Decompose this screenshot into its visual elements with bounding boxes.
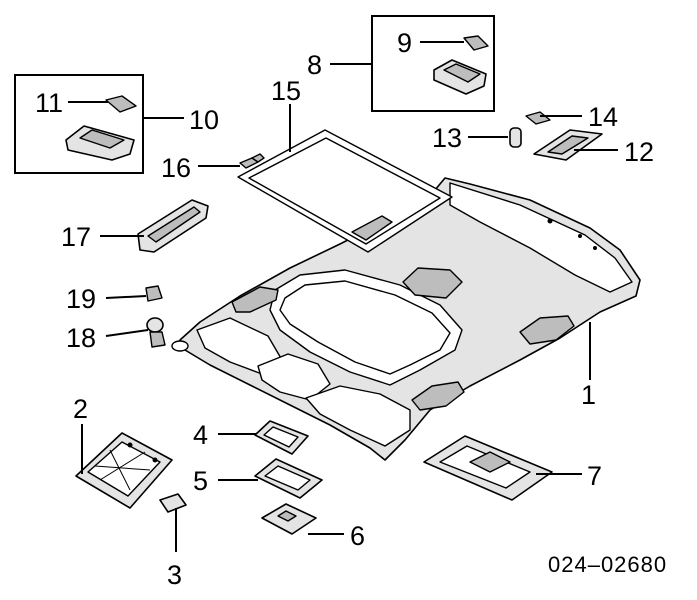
callout-labels: 1 2 3 4 5 6 7 8 9 10 11 12 13 14 15 16 1… (35, 28, 654, 590)
callout-13: 13 (432, 123, 462, 153)
callout-2: 2 (73, 394, 88, 424)
grab-handle-part (137, 199, 209, 253)
frame-part-4 (254, 420, 309, 455)
lens-part-3 (159, 493, 187, 513)
callout-4: 4 (193, 420, 208, 450)
switch-part-12 (533, 129, 603, 161)
diagram-code: 024–02680 (548, 552, 667, 577)
callout-8: 8 (307, 50, 322, 80)
callout-17: 17 (61, 222, 91, 252)
console-part (423, 435, 553, 501)
bulb-part-13 (509, 127, 522, 148)
hook-part-18 (146, 317, 189, 352)
callout-10: 10 (189, 105, 219, 135)
clip-part-14 (525, 111, 551, 125)
callout-3: 3 (167, 560, 182, 590)
callout-12: 12 (624, 137, 654, 167)
detail-box-8 (371, 15, 495, 112)
callout-9: 9 (397, 28, 412, 58)
callout-11: 11 (35, 88, 63, 118)
callout-7: 7 (587, 461, 602, 491)
callout-1: 1 (581, 380, 596, 410)
callout-15: 15 (271, 76, 301, 106)
callout-16: 16 (161, 153, 191, 183)
light-housing-part (75, 432, 173, 509)
callout-18: 18 (66, 323, 96, 353)
callout-6: 6 (350, 521, 365, 551)
callout-19: 19 (66, 284, 96, 314)
headliner-part (179, 177, 641, 461)
clip-part-16 (239, 153, 265, 169)
sunroof-panel-part (237, 129, 453, 253)
detail-box-10 (14, 74, 144, 174)
callout-14: 14 (588, 102, 618, 132)
leader-lines (68, 41, 618, 552)
frame-part-5 (254, 458, 323, 499)
switch-panel-part (261, 503, 317, 535)
callout-5: 5 (193, 466, 208, 496)
clip-part-19 (145, 285, 163, 302)
